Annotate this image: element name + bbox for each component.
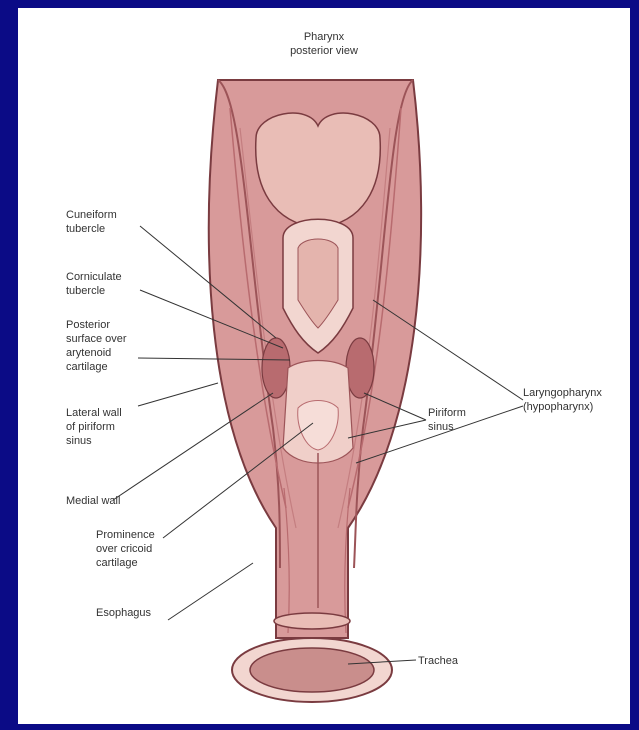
leader-esophagus	[168, 563, 253, 620]
leader-lateral-wall	[138, 383, 218, 406]
label-prominence-cricoid: Prominence over cricoid cartilage	[96, 528, 155, 570]
label-trachea: Trachea	[418, 654, 458, 668]
trachea-lumen	[250, 648, 374, 692]
label-medial-wall: Medial wall	[66, 494, 120, 508]
label-piriform-sinus: Piriform sinus	[428, 406, 466, 434]
diagram-frame: Pharynx posterior view Cuneiform tubercl…	[18, 8, 630, 724]
label-cuneiform-tubercle: Cuneiform tubercle	[66, 208, 117, 236]
label-esophagus: Esophagus	[96, 606, 151, 620]
left-piriform-recess	[262, 338, 290, 398]
esophagus-opening	[274, 613, 350, 629]
label-posterior-surface: Posterior surface over arytenoid cartila…	[66, 318, 127, 374]
label-lateral-wall: Lateral wall of piriform sinus	[66, 406, 122, 448]
diagram-title: Pharynx posterior view	[18, 30, 630, 58]
right-piriform-recess	[346, 338, 374, 398]
label-laryngopharynx: Laryngopharynx (hypopharynx)	[523, 386, 602, 414]
label-corniculate-tubercle: Corniculate tubercle	[66, 270, 122, 298]
